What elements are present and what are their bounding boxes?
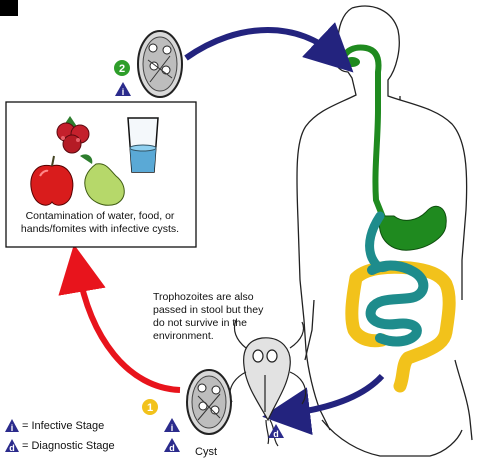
arrow-to-mouth <box>184 22 354 73</box>
legend-infective-text: = Infective Stage <box>22 420 105 432</box>
stomach <box>378 205 447 251</box>
diagnostic-stage-marker: d <box>268 424 284 439</box>
infective-stage-marker: i <box>164 418 180 433</box>
svg-text:d: d <box>9 443 15 453</box>
svg-text:i: i <box>171 423 174 433</box>
arrow-to-environment <box>58 244 181 393</box>
water-glass-icon <box>127 117 159 173</box>
digestive-tract <box>340 44 456 393</box>
legend-infective-marker: i <box>5 419 19 433</box>
pear-icon <box>80 154 125 206</box>
step-2-number: 2 <box>119 63 125 75</box>
corner-mark <box>0 0 18 16</box>
cyst-label: Cyst <box>195 446 217 458</box>
apple-icon <box>30 155 74 206</box>
cyst-icon <box>186 369 232 435</box>
step-1-number: 1 <box>147 402 153 414</box>
trophozoite-icon <box>229 319 307 447</box>
legend-diagnostic-marker: d <box>5 439 19 453</box>
duodenum <box>365 211 393 273</box>
svg-text:i: i <box>11 423 14 433</box>
environment-caption: Contamination of water, food, or hands/f… <box>20 210 180 235</box>
svg-text:i: i <box>122 87 125 97</box>
trophozoite-note: Trophozoites are also passed in stool bu… <box>153 291 264 342</box>
raspberry-icon <box>56 116 90 154</box>
infective-stage-marker: i <box>115 82 131 97</box>
step-1-badge: 1 <box>142 399 158 415</box>
cyst-icon <box>137 30 183 98</box>
diagnostic-stage-marker: d <box>164 438 180 453</box>
arrow-to-stool <box>262 373 385 436</box>
legend-diagnostic-text: = Diagnostic Stage <box>22 440 115 452</box>
mouth <box>344 57 360 67</box>
small-intestine <box>365 260 429 347</box>
step-2-badge: 2 <box>114 60 130 76</box>
svg-text:d: d <box>169 443 175 453</box>
svg-text:d: d <box>273 429 279 439</box>
